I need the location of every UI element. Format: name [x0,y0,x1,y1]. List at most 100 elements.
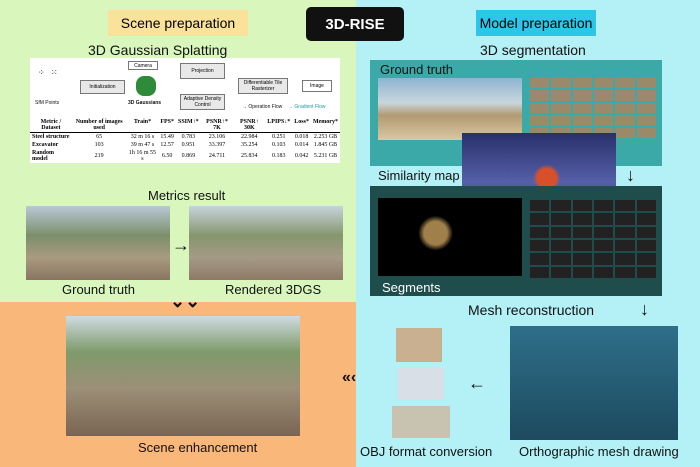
thumbnail [594,200,614,212]
raster-box: Differentiable Tile Rasterizer [238,78,288,94]
thumbnail [636,78,656,89]
table-cell: 39 m 47 s [130,142,155,148]
thumbnail [594,115,614,126]
thumbnail [551,239,571,252]
thumbnail [551,226,571,238]
table-header: PSNR↑ 30K [233,118,266,133]
table-cell: 24.711 [208,153,226,159]
thumbnail [551,115,571,126]
obj-model-3 [392,406,450,438]
thumbnail [636,115,656,126]
thumbnail [594,127,614,138]
table-header: Number of images used [71,118,127,133]
thumbnail [615,239,635,252]
table-cell: Steel structure [32,134,70,140]
table-header: PSNR↑* 7K [200,118,234,133]
thumbnail [594,226,614,238]
table-cell: 12.57 [160,142,174,148]
thumbnail [594,253,614,265]
thumbnail [551,102,571,114]
table-cell: 219 [94,153,104,159]
thumbnail [636,226,656,238]
gaussians-label: 3D Gaussians [128,100,162,106]
enhanced-scene-photo [66,316,300,436]
ground-truth-photo [26,206,170,280]
scene-prep-header: Scene preparation [108,10,248,36]
thumbnail [572,226,592,238]
init-box: Initialization [80,80,125,94]
segments-grid [530,200,656,278]
table-cell: 0.183 [272,153,286,159]
metrics-result-label: Metrics result [148,188,226,203]
ortho-label: Orthographic mesh drawing [519,444,679,459]
sfm-label: SfM Points [35,100,60,106]
mesh-reconstruction-label: Mesh reconstruction [468,302,595,318]
thumbnail [615,90,635,101]
thumbnail [572,253,592,265]
table-header: Metric / Dataset [30,118,72,133]
gt-label: Ground truth [62,282,135,297]
table-header: Train* [126,118,159,133]
thumbnail [551,213,571,225]
thumbnail [615,253,635,265]
table-cell: 5.231 GB [313,153,338,159]
ortho-mesh-photo [510,326,678,440]
model-prep-header: Model preparation [476,10,596,36]
thumbnail [530,253,550,265]
thumbnail [636,266,656,278]
scene-enhancement-label: Scene enhancement [138,440,258,455]
thumbnail [615,226,635,238]
thumbnail [636,90,656,101]
table-cell: 65 [96,134,103,140]
thumbnail [572,90,592,101]
arrow-down-icon: ↓ [626,165,635,185]
thumbnail [530,200,550,212]
table-header: Loss* [292,118,311,133]
table-cell: 0.103 [272,142,286,148]
arrow-left-icon: ← [468,373,486,393]
thumbnail [615,115,635,126]
table-cell: 25.834 [241,153,258,159]
thumbnail [615,102,635,114]
projection-box: Projection [180,63,225,79]
table-cell: 32 m 16 s [130,134,155,140]
table-cell: 22.984 [241,134,258,140]
rendered-label: Rendered 3DGS [225,282,322,297]
thumbnail [530,239,550,252]
thumbnail [615,266,635,278]
obj-label: OBJ format conversion [360,444,493,459]
gaussian-splatting-title: 3D Gaussian Splatting [88,42,228,58]
double-chevron-down-icon: ⌄⌄ [170,291,201,311]
flow-diagram: ⁘ ⁙ SfM Points Initialization Camera 3D … [30,58,340,118]
table-cell: 0.783 [181,134,196,140]
table-cell: 103 [94,142,104,148]
thumbnail [530,226,550,238]
thumbnail [636,213,656,225]
thumbnail [530,102,550,114]
table-cell: 0.014 [294,142,309,148]
thumbnail [615,127,635,138]
table-cell: 0.018 [294,134,309,140]
thumbnail [572,266,592,278]
gaussians-icon [136,76,156,96]
thumbnail [594,213,614,225]
table-cell: 1h 16 m 55 s [128,150,157,162]
thumbnail [615,213,635,225]
table-header: Memory* [310,118,340,133]
thumbnail [615,200,635,212]
adc-box: Adaptive Density Control [180,94,225,110]
table-cell: 33.397 [208,142,226,148]
segments-label: Segments [382,280,441,295]
seg-gt-label: Ground truth [380,62,453,77]
table-cell: 23.106 [208,134,226,140]
thumbnail [572,200,592,212]
thumbnail [530,90,550,101]
table-cell: 2.253 GB [313,134,338,140]
thumbnail [615,78,635,89]
table-cell: 0.951 [181,142,196,148]
thumbnail [572,213,592,225]
thumbnail [572,115,592,126]
